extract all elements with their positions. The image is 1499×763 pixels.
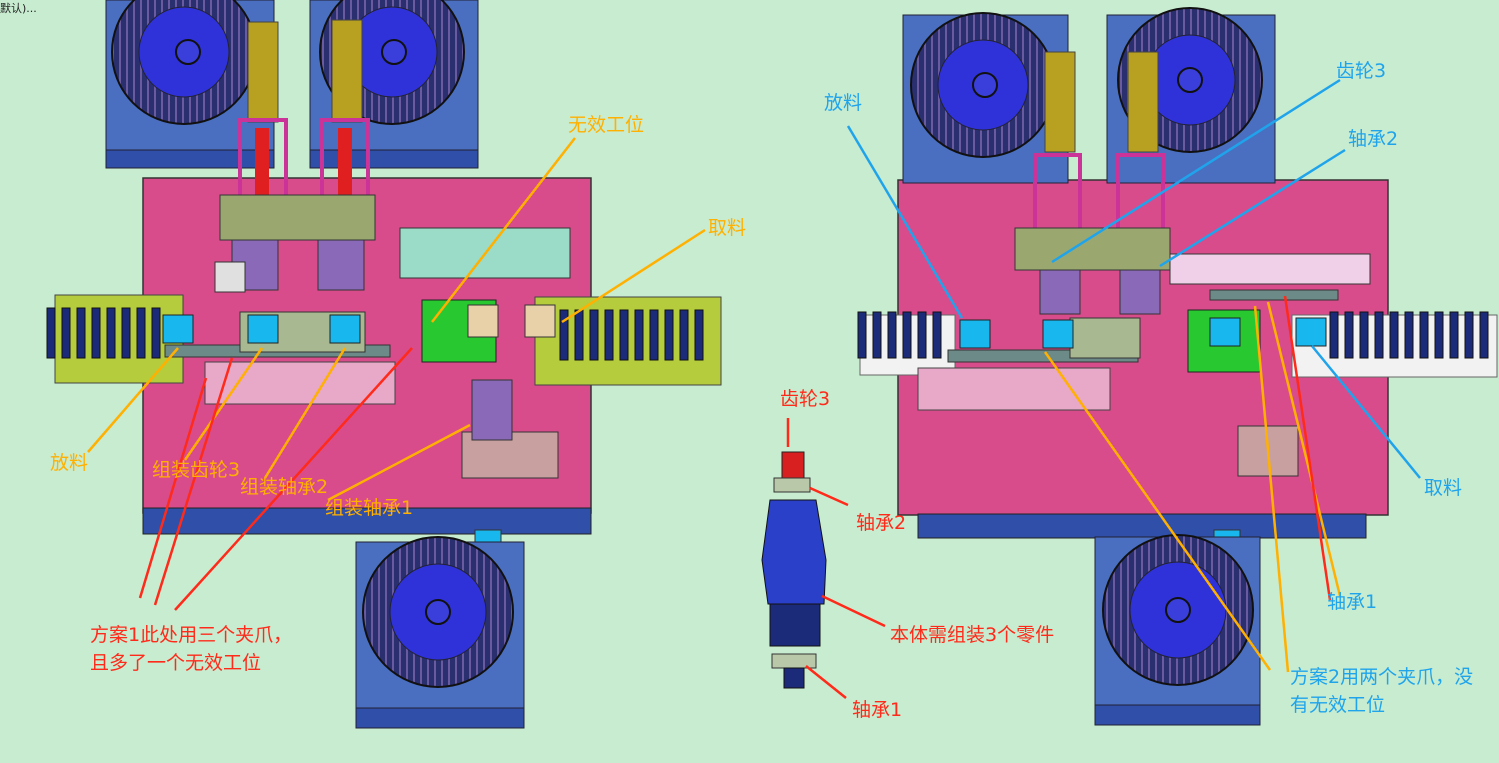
arrow-note2-b — [1253, 305, 1290, 673]
scheme1-base-frame — [142, 507, 592, 535]
label-pick-2: 取料 — [1424, 477, 1463, 499]
arrow-gear3-1 — [183, 347, 264, 461]
scheme2-feeder-bottom — [1094, 534, 1261, 726]
label-assemble-bearing1: 组装轴承1 — [325, 497, 414, 519]
arrow-bearing2-1 — [263, 347, 347, 479]
scheme2-note-line1: 方案2用两个夹爪，没 — [1290, 666, 1474, 688]
scheme1-cylinder-left — [247, 21, 279, 123]
arrow-bearing1-2b — [1283, 295, 1332, 601]
arrow-note1-c — [174, 347, 413, 611]
scheme2-machine — [857, 7, 1498, 726]
scheme2-base-frame — [917, 513, 1367, 539]
label-assemble-bearing2: 组装轴承2 — [240, 476, 329, 498]
scheme1-feeder-top-left — [105, 0, 275, 169]
arrow-rotor-bearing1 — [805, 665, 847, 699]
label-bearing2-2: 轴承2 — [1348, 128, 1399, 150]
callout-arrows — [87, 78, 1421, 699]
label-pick-1: 取料 — [708, 217, 747, 239]
arrow-note1-a — [138, 377, 208, 599]
scheme1-rotors-left — [46, 307, 161, 359]
scheme1-note-line2: 且多了一个无效工位 — [90, 652, 262, 674]
label-invalid-station: 无效工位 — [568, 114, 645, 136]
label-place-1: 放料 — [50, 452, 89, 474]
scheme1-machine — [46, 0, 722, 729]
arrow-rotor-bearing2 — [809, 486, 849, 507]
arrow-note1-b — [153, 357, 234, 606]
scheme1-rotors-right — [559, 309, 704, 361]
rotor-bearing1 — [771, 653, 817, 669]
rotor-body — [761, 499, 827, 605]
arrow-gear3-2 — [1051, 78, 1341, 264]
arrow-bearing2-2 — [1159, 148, 1346, 268]
arrow-invalid-station — [431, 137, 576, 323]
rotor-gear3 — [781, 451, 805, 479]
label-rotor-bearing2: 轴承2 — [856, 512, 907, 534]
rotor-part — [761, 451, 827, 689]
arrow-place-2 — [846, 125, 964, 319]
scheme2-rotors-left — [857, 311, 942, 359]
scheme2-note-line2: 有无效工位 — [1290, 694, 1386, 716]
label-place-2: 放料 — [824, 92, 863, 114]
label-gear3-2: 齿轮3 — [1336, 60, 1387, 82]
label-rotor-body: 本体需组装3个零件 — [890, 624, 1055, 646]
scheme1-gripper-3 — [329, 314, 361, 344]
label-rotor-gear3: 齿轮3 — [780, 388, 831, 410]
label-assemble-gear3: 组装齿轮3 — [152, 459, 241, 481]
scheme2-feeder-top-left — [902, 12, 1069, 184]
scheme1-press-plate — [219, 194, 376, 241]
scheme1-feeder-bottom — [355, 536, 525, 729]
scheme2-gripper-2 — [1042, 319, 1074, 349]
arrow-pick-2 — [1311, 345, 1421, 479]
arrow-pick-1 — [561, 228, 706, 324]
rotor-bearing2 — [773, 477, 811, 493]
arrow-place-1 — [87, 347, 179, 453]
scheme1-gripper-1 — [162, 314, 194, 344]
scheme2-green-gripper — [1187, 309, 1261, 373]
scheme1-cylinder-right — [331, 19, 363, 123]
scheme2-gripper-1 — [959, 319, 991, 349]
arrow-bearing1-1 — [327, 423, 471, 502]
arrow-rotor-body — [821, 594, 886, 628]
label-rotor-bearing1: 轴承1 — [852, 699, 903, 721]
arrow-bearing1-2a — [1266, 301, 1342, 597]
scheme2-rotors-right — [1329, 311, 1489, 359]
label-bearing1-2: 轴承1 — [1327, 591, 1378, 613]
scheme1-gripper-2 — [247, 314, 279, 344]
corner-text: 默认)... — [0, 2, 37, 15]
arrow-note2-a — [1043, 351, 1272, 671]
scheme1-note-line1: 方案1此处用三个夹爪， — [90, 624, 293, 646]
